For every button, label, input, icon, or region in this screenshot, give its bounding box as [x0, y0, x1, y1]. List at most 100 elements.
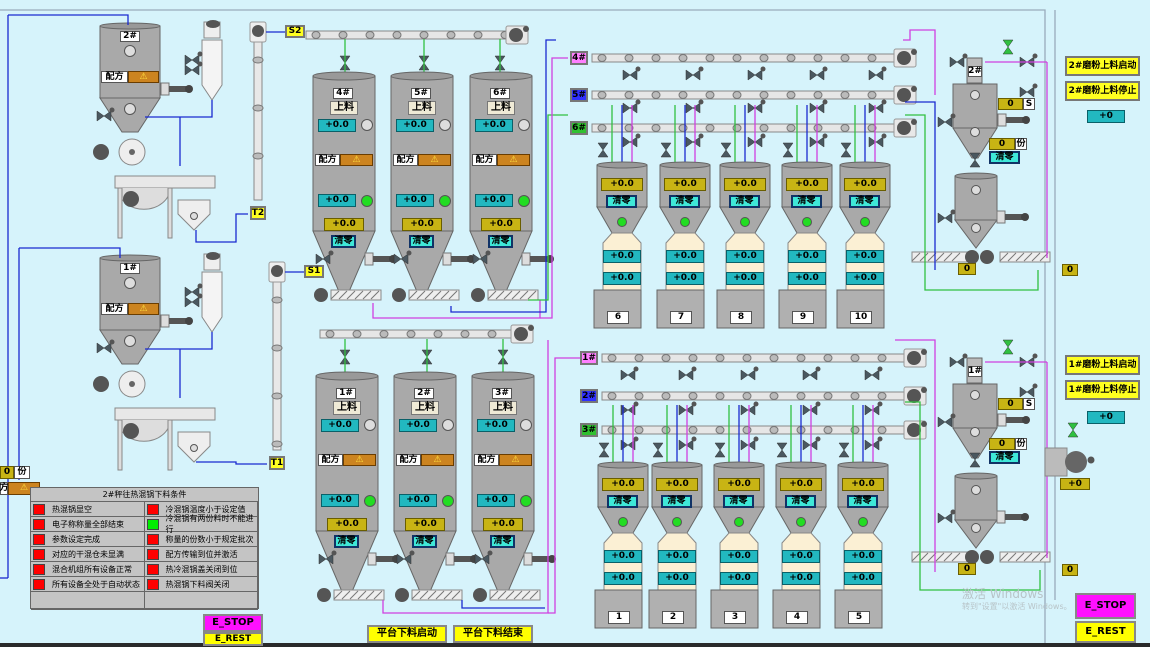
- pipe-coupling: [661, 354, 671, 362]
- warning-icon[interactable]: ⚠: [340, 154, 373, 166]
- warning-icon[interactable]: ⚠: [499, 454, 532, 466]
- warning-icon[interactable]: ⚠: [421, 454, 454, 466]
- valve-actuator-icon: [109, 107, 115, 113]
- receiver-body: [954, 475, 998, 521]
- valve-icon: [184, 54, 200, 66]
- cyclone-cone: [952, 127, 998, 159]
- elevator-coupling: [252, 152, 264, 160]
- estop-left-button[interactable]: E_STOP: [203, 614, 263, 632]
- warning-icon[interactable]: ⚠: [418, 154, 451, 166]
- filter-motor-icon: [206, 252, 220, 260]
- grinder-stop-button[interactable]: 1#磨粉上料停止: [1065, 380, 1140, 400]
- weight-value: +0.0: [327, 518, 367, 531]
- screw-conveyor: [489, 589, 541, 601]
- condition-item: 冷混锅温度小于设定值: [144, 502, 258, 517]
- clear-button[interactable]: 清零: [847, 495, 878, 508]
- pipe-coupling: [487, 330, 497, 338]
- level-indicator: [124, 277, 136, 289]
- estop-right-button[interactable]: E_STOP: [1075, 593, 1136, 619]
- pipe-coupling: [651, 124, 661, 132]
- warning-icon[interactable]: ⚠: [128, 71, 159, 83]
- pipe-coupling: [597, 124, 607, 132]
- screw-left-value: 0: [958, 263, 976, 275]
- clear-button[interactable]: 清零: [331, 235, 356, 248]
- motor-flange: [445, 552, 455, 566]
- clear-button[interactable]: 清零: [669, 195, 700, 208]
- screw-flight: [489, 590, 539, 600]
- clear-button[interactable]: 清零: [989, 451, 1020, 464]
- clear-button[interactable]: 清零: [989, 151, 1020, 164]
- clear-button[interactable]: 清零: [849, 195, 880, 208]
- valve-icon: [949, 356, 965, 368]
- conveyor-pipe: [591, 53, 901, 63]
- erest-left-button[interactable]: E_REST: [203, 632, 263, 646]
- valve-icon: [782, 142, 794, 158]
- level-indicator: [190, 212, 198, 220]
- pipe-coupling: [705, 54, 715, 62]
- valve-actuator-icon: [691, 401, 697, 407]
- grinder-stop-button[interactable]: 2#磨粉上料停止: [1065, 81, 1140, 101]
- load-button[interactable]: 上料: [330, 101, 358, 115]
- load-button[interactable]: 上料: [411, 401, 439, 415]
- clear-button[interactable]: 清零: [723, 495, 754, 508]
- grinder-start-button[interactable]: 1#磨粉上料启动: [1065, 355, 1140, 375]
- valve-icon: [1002, 39, 1014, 55]
- clear-button[interactable]: 清零: [334, 535, 359, 548]
- motor-shaft: [1005, 214, 1023, 220]
- warning-icon[interactable]: ⚠: [128, 303, 159, 315]
- bin-weight: +0.0: [786, 178, 828, 191]
- clear-button[interactable]: 清零: [490, 535, 515, 548]
- platform-end-button[interactable]: 平台下料结束: [453, 625, 533, 643]
- condition-label: 混合机组所有设备正常: [52, 564, 132, 574]
- status-indicator-bottom: [361, 195, 373, 207]
- pipe-coupling: [759, 54, 769, 62]
- screw-motor-icon: [314, 288, 328, 302]
- pipe-coupling: [597, 54, 607, 62]
- clear-button[interactable]: 清零: [791, 195, 822, 208]
- valve-icon: [720, 142, 732, 158]
- motor-flange: [997, 413, 1007, 427]
- grinder-start-button[interactable]: 2#磨粉上料启动: [1065, 56, 1140, 76]
- valve-icon: [969, 152, 981, 168]
- load-button[interactable]: 上料: [487, 101, 515, 115]
- pipe-coupling: [759, 91, 769, 99]
- motor-icon: [1021, 213, 1029, 221]
- partial-recipe-label: 方: [0, 482, 9, 495]
- clear-button[interactable]: 清零: [412, 535, 437, 548]
- motor-icon: [548, 555, 556, 563]
- platform-start-button[interactable]: 平台下料启动: [367, 625, 447, 643]
- motor-shaft: [1006, 417, 1024, 423]
- load-button[interactable]: 上料: [489, 401, 517, 415]
- warning-icon[interactable]: ⚠: [343, 454, 376, 466]
- status-indicator-top: [518, 119, 530, 131]
- pipe: [195, 213, 248, 243]
- pipe-coupling: [651, 91, 661, 99]
- bin-number: 10: [850, 311, 872, 324]
- weight-value: +0.0: [483, 518, 523, 531]
- motor-flange: [160, 314, 170, 328]
- clear-button[interactable]: 清零: [661, 495, 692, 508]
- clear-button[interactable]: 清零: [607, 495, 638, 508]
- pipe-coupling: [823, 426, 833, 434]
- pipe-coupling: [769, 426, 779, 434]
- clear-button[interactable]: 清零: [409, 235, 434, 248]
- clear-button[interactable]: 清零: [606, 195, 637, 208]
- valve-actuator-icon: [877, 436, 883, 442]
- bin-number: 1: [608, 611, 630, 624]
- clear-button[interactable]: 清零: [488, 235, 513, 248]
- clear-button[interactable]: 清零: [729, 195, 760, 208]
- clear-button[interactable]: 清零: [785, 495, 816, 508]
- drive-icon: [911, 49, 917, 55]
- drive-motor-icon: [514, 327, 528, 341]
- warning-icon[interactable]: ⚠: [497, 154, 530, 166]
- valve-icon: [868, 102, 884, 114]
- value-1: +0.0: [666, 250, 704, 263]
- level-indicator: [970, 427, 980, 437]
- load-button[interactable]: 上料: [408, 101, 436, 115]
- bin-top: [597, 461, 649, 469]
- pipe-coupling: [823, 392, 833, 400]
- level-indicator: [970, 127, 980, 137]
- status-indicator: [740, 217, 750, 227]
- load-button[interactable]: 上料: [333, 401, 361, 415]
- erest-right-button[interactable]: E_REST: [1075, 621, 1136, 643]
